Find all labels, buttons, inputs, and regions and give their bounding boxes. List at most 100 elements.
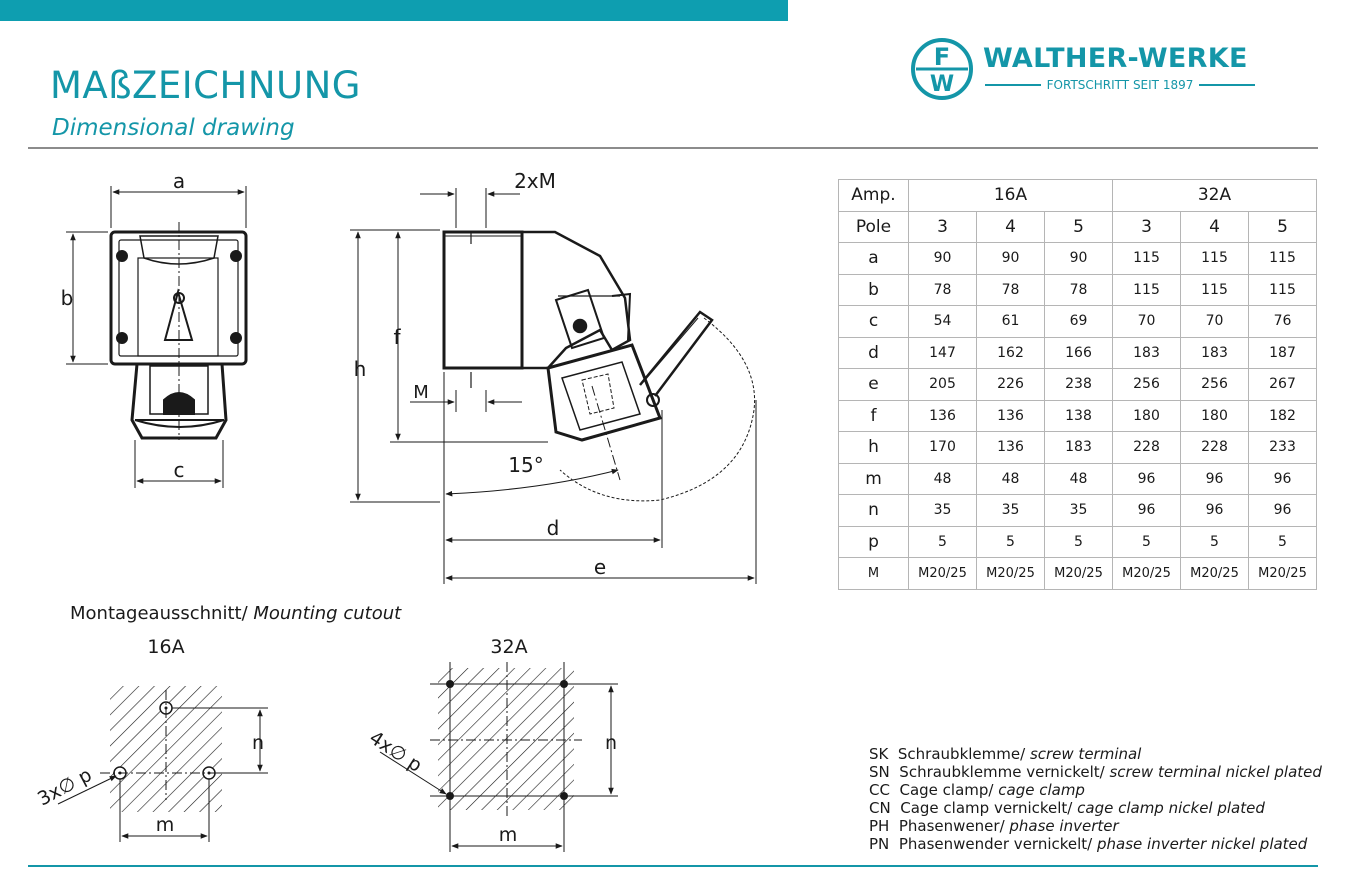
table-cell: 78 (908, 273, 977, 306)
table-row: h 170 136 183 228 228 233 (838, 431, 1317, 464)
legend-code: PN (869, 835, 890, 853)
table-cell: 138 (1044, 399, 1113, 432)
row-key: c (838, 305, 909, 338)
table-cell: M20/25 (908, 557, 977, 590)
table-cell: 115 (1112, 242, 1181, 275)
fw-logo-icon: F W (911, 38, 973, 100)
dimension-table: Amp. 16A 32A Pole 3 4 5 3 4 5 a 90 90 90… (838, 179, 1317, 590)
logo-company-name: WALTHER-WERKE (983, 43, 1248, 74)
table-cell: 5 (908, 525, 977, 558)
group-16a-header: 16A (908, 179, 1113, 212)
legend-de: Phasenwender vernickelt/ (898, 835, 1097, 853)
table-cell: 96 (1180, 462, 1249, 495)
row-key: m (838, 462, 909, 495)
table-cell: 69 (1044, 305, 1113, 338)
legend-en: cage clamp (998, 781, 1085, 799)
table-cell: 5 (976, 525, 1045, 558)
table-cell: 147 (908, 336, 977, 369)
table-cell: 226 (976, 368, 1045, 401)
row-key: p (838, 525, 909, 558)
dim-label-a: a (173, 169, 185, 193)
table-cell: 78 (976, 273, 1045, 306)
mounting-cutout-title: Montageausschnitt/ Mounting cutout (70, 603, 401, 624)
table-cell: 256 (1180, 368, 1249, 401)
pole-cell: 3 (1112, 210, 1181, 243)
logo-initial-bottom: W (930, 72, 954, 97)
row-key: f (838, 399, 909, 432)
legend-code: CC (869, 781, 890, 799)
legend-code: PH (869, 817, 890, 835)
table-cell: 5 (1044, 525, 1113, 558)
cutout-32a-m: m (499, 824, 518, 846)
legend-item: CN Cage clamp vernickelt/ cage clamp nic… (869, 799, 1322, 817)
amp-header: Amp. (838, 179, 909, 212)
table-row: d 147 162 166 183 183 187 (838, 336, 1317, 369)
row-key: b (838, 273, 909, 306)
legend-de: Cage clamp/ (899, 781, 999, 799)
table-cell: 70 (1180, 305, 1249, 338)
table-cell: 5 (1248, 525, 1317, 558)
row-key: h (838, 431, 909, 464)
table-cell: 96 (1180, 494, 1249, 527)
cutout-16a-n: n (252, 732, 264, 754)
dim-label-angle: 15° (508, 453, 543, 477)
table-row: m 48 48 48 96 96 96 (838, 462, 1317, 495)
legend-item: SK Schraubklemme/ screw terminal (869, 745, 1322, 763)
cutout-16a-holes: 3x∅ p (34, 764, 96, 811)
table-cell: 233 (1248, 431, 1317, 464)
table-row: e 205 226 238 256 256 267 (838, 368, 1317, 401)
dim-label-m-thread: M (413, 382, 429, 403)
table-cell: 183 (1180, 336, 1249, 369)
dim-label-f: f (393, 325, 401, 349)
table-cell: M20/25 (1044, 557, 1113, 590)
legend-en: phase inverter (1009, 817, 1119, 835)
pole-cell: 5 (1044, 210, 1113, 243)
table-cell: 48 (908, 462, 977, 495)
terminal-legend: SK Schraubklemme/ screw terminal SN Schr… (869, 745, 1322, 853)
row-key: a (838, 242, 909, 275)
table-cell: 256 (1112, 368, 1181, 401)
tagline-right-rule (1199, 84, 1256, 86)
row-key: M (838, 557, 909, 590)
table-cell: 187 (1248, 336, 1317, 369)
pole-cell: 5 (1248, 210, 1317, 243)
legend-code: SK (869, 745, 889, 763)
side-dimensions (350, 188, 757, 584)
legend-code: CN (869, 799, 891, 817)
dim-label-c: c (174, 458, 185, 482)
table-cell: 78 (1044, 273, 1113, 306)
legend-item: SN Schraubklemme vernickelt/ screw termi… (869, 763, 1322, 781)
table-cell: 5 (1112, 525, 1181, 558)
legend-item: CC Cage clamp/ cage clamp (869, 781, 1322, 799)
table-cell: 183 (1112, 336, 1181, 369)
walther-werke-logo: F W WALTHER-WERKE FORTSCHRITT SEIT 1897 (910, 37, 1260, 103)
legend-item: PN Phasenwender vernickelt/ phase invert… (869, 835, 1322, 853)
table-cell: 70 (1112, 305, 1181, 338)
table-row: c 54 61 69 70 70 76 (838, 305, 1317, 338)
table-cell: M20/25 (1112, 557, 1181, 590)
table-cell: 183 (1044, 431, 1113, 464)
table-row: M M20/25 M20/25 M20/25 M20/25 M20/25 M20… (838, 557, 1317, 590)
dim-label-e: e (594, 555, 606, 579)
table-cell: 35 (1044, 494, 1113, 527)
front-dimensions (66, 186, 247, 488)
table-cell: 228 (1112, 431, 1181, 464)
table-cell: 48 (976, 462, 1045, 495)
table-cell: 166 (1044, 336, 1113, 369)
header-divider (28, 147, 1318, 149)
legend-code: SN (869, 763, 890, 781)
table-row: a 90 90 90 115 115 115 (838, 242, 1317, 275)
table-cell: 54 (908, 305, 977, 338)
table-cell: 115 (1180, 273, 1249, 306)
mounting-cutout-title-en: Mounting cutout (253, 603, 402, 624)
logo-tagline: FORTSCHRITT SEIT 1897 (1046, 78, 1194, 92)
table-cell: M20/25 (976, 557, 1045, 590)
cutout-32a-label: 32A (490, 636, 527, 658)
cutout-32a-holes: 4x∅ p (365, 727, 426, 777)
dim-label-2xm: 2xM (514, 169, 556, 193)
table-cell: 5 (1180, 525, 1249, 558)
table-cell: 90 (976, 242, 1045, 275)
page-subtitle: Dimensional drawing (52, 115, 295, 141)
legend-de: Schraubklemme/ (897, 745, 1030, 763)
legend-item: PH Phasenwener/ phase inverter (869, 817, 1322, 835)
